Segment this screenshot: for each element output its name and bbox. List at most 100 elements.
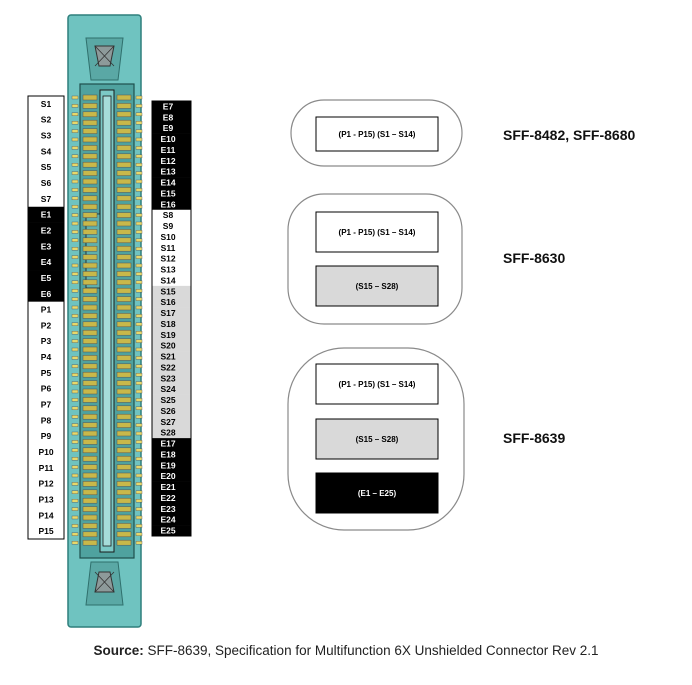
- right-pin-label: S25: [160, 395, 175, 405]
- right-pin-cell: [152, 470, 191, 482]
- left-pin-label: E4: [41, 257, 52, 267]
- contact-tail: [135, 423, 143, 427]
- right-pin-cell: [152, 449, 191, 461]
- left-pin-cell: [28, 301, 64, 318]
- contact-tail: [135, 381, 143, 385]
- contact-pin: [82, 111, 98, 118]
- contact-tail: [71, 246, 79, 251]
- contact-tail: [71, 280, 79, 284]
- contact-tail: [135, 188, 143, 192]
- contact-pin: [116, 430, 132, 437]
- right-pin-label: E24: [160, 515, 175, 525]
- contact-pin: [82, 287, 98, 294]
- right-pin-cell: [152, 503, 191, 515]
- left-pin-cell: [28, 111, 64, 128]
- contact-tail: [71, 541, 79, 545]
- right-pin-label: S24: [160, 384, 175, 394]
- right-pin-label: S28: [160, 428, 175, 438]
- contact-pin: [116, 153, 132, 160]
- right-pin-label: S8: [163, 210, 174, 220]
- left-pin-cell: [28, 159, 64, 176]
- contact-pin: [82, 119, 98, 126]
- contact-pin: [116, 523, 132, 529]
- contact-tail: [71, 263, 79, 268]
- right-pin-cell: [152, 198, 191, 211]
- right-pin-cell: [152, 275, 191, 287]
- contact-tail: [71, 188, 79, 192]
- left-pin-cell: [28, 491, 64, 508]
- contact-pin: [82, 212, 98, 218]
- contact-pin: [116, 321, 132, 328]
- contact-pin: [82, 279, 98, 286]
- left-pin-label: P15: [38, 526, 53, 536]
- contact-tail: [135, 255, 143, 259]
- contact-pin: [82, 262, 98, 269]
- contact-pin: [116, 472, 132, 479]
- contact-tail: [135, 507, 143, 511]
- contact-pin: [116, 514, 132, 521]
- contact-pin: [116, 539, 132, 546]
- right-pin-label: E10: [160, 134, 175, 144]
- right-pin-cell: [152, 318, 191, 330]
- contact-pin: [82, 321, 98, 328]
- right-pin-label: S15: [160, 286, 175, 296]
- right-pin-cell: [152, 351, 191, 363]
- left-pin-label: S7: [41, 194, 52, 204]
- left-pin-cell: [28, 428, 64, 445]
- contact-tail: [135, 347, 143, 352]
- left-pin-label: P8: [41, 415, 52, 425]
- connector-title: SFF-8630: [503, 250, 565, 266]
- left-pin-cell: [28, 475, 64, 492]
- left-pin-label: S1: [41, 99, 52, 109]
- contact-tail: [135, 473, 143, 478]
- box-text: (P1 - P15) (S1 – S14): [339, 380, 416, 389]
- right-pin-cell: [152, 242, 191, 254]
- contact-pin: [116, 355, 132, 361]
- contact-tail: [135, 179, 143, 184]
- right-pin-label: S27: [160, 417, 175, 427]
- left-pin-cell: [28, 349, 64, 366]
- left-pin-label: P11: [39, 463, 54, 473]
- contact-tail: [71, 204, 79, 209]
- contact-pin: [82, 481, 98, 487]
- left-pin-label: P6: [41, 384, 52, 394]
- contact-tail: [71, 289, 79, 293]
- contact-tail: [135, 541, 143, 545]
- contact-tail: [71, 255, 79, 259]
- right-pin-cell: [152, 514, 191, 526]
- left-pin-label: P2: [41, 320, 52, 330]
- right-pin-cell: [152, 492, 191, 504]
- right-pin-label: E20: [160, 471, 175, 481]
- contact-tail: [71, 112, 79, 117]
- contact-tail: [135, 154, 143, 159]
- contact-tail: [71, 305, 79, 310]
- contact-tail: [135, 373, 143, 377]
- contact-tail: [71, 179, 79, 184]
- contact-pin: [116, 497, 132, 504]
- left-pin-labels: S1S2S3S4S5S6S7E1E2E3E4E5E6P1P2P3P4P5P6P7…: [27, 95, 65, 540]
- contact-pin: [116, 422, 132, 428]
- contact-pin: [82, 497, 98, 504]
- contact-tail: [71, 406, 79, 410]
- contact-tail: [71, 213, 79, 217]
- right-pin-label: S19: [160, 330, 175, 340]
- contact-tail: [135, 499, 143, 503]
- right-pin-label: E11: [161, 145, 176, 155]
- contact-tail: [71, 196, 79, 201]
- right-pin-label: S13: [160, 265, 175, 275]
- right-pin-cell: [152, 209, 191, 221]
- right-pin-cell: [152, 296, 191, 308]
- contact-pin: [82, 523, 98, 529]
- contact-tail: [135, 339, 143, 343]
- contact-pin: [82, 296, 98, 302]
- contact-pin: [116, 220, 132, 227]
- contact-pin: [116, 338, 132, 344]
- contact-pin: [116, 329, 132, 336]
- contact-tail: [135, 524, 143, 528]
- contact-tail: [71, 221, 79, 226]
- left-pin-cell: [28, 96, 64, 113]
- right-pin-cell: [152, 307, 191, 319]
- contact-tail: [71, 95, 79, 100]
- left-pin-label: P5: [41, 368, 52, 378]
- contact-tail: [71, 440, 79, 444]
